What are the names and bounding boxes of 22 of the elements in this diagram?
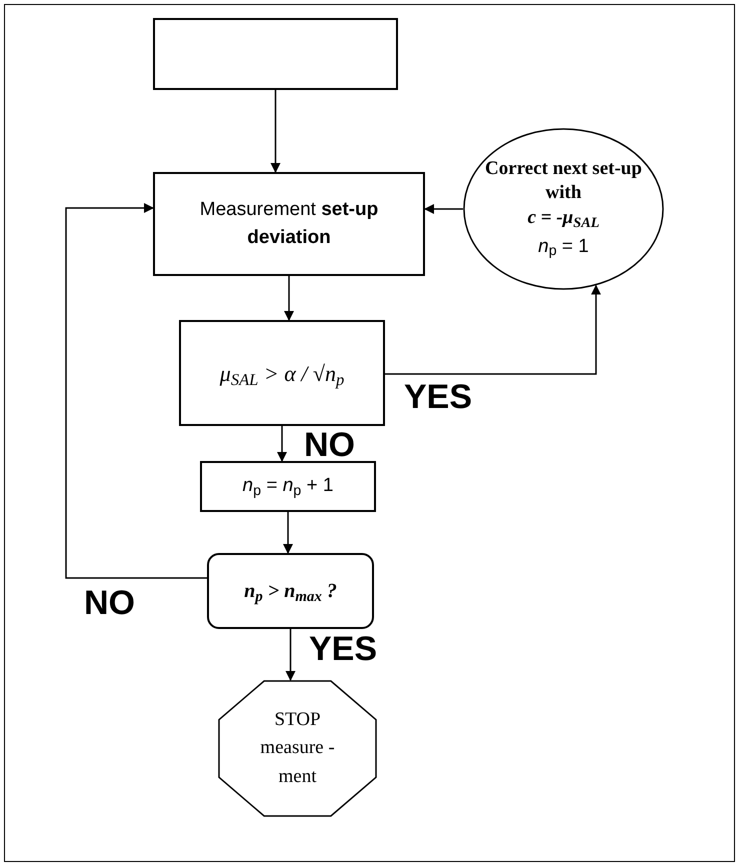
process-ellipse bbox=[463, 128, 664, 290]
start-box bbox=[153, 18, 398, 90]
node-text: n$_{p}$ > n$_{max}$ ? bbox=[243, 579, 338, 606]
arrow bbox=[284, 276, 294, 321]
decision-box bbox=[207, 553, 374, 629]
arrow bbox=[270, 90, 280, 173]
node-text: n$_{p}$ = n$_{p}$ + 1 bbox=[242, 474, 334, 501]
arrow bbox=[283, 512, 293, 554]
node-text: c = -μ$_{SAL}$ bbox=[526, 206, 600, 233]
arrow bbox=[385, 284, 601, 375]
process-box bbox=[153, 172, 425, 276]
node-text: Measurement set-up deviation bbox=[198, 198, 380, 250]
node-text: μ$_{SAL}$ > α / √n$_{p}$ bbox=[218, 360, 346, 390]
decision-box bbox=[179, 320, 385, 426]
process-box bbox=[200, 461, 376, 512]
stop-octagon bbox=[218, 680, 377, 817]
arrow bbox=[424, 204, 463, 214]
node-text: STOP measure -ment bbox=[259, 708, 336, 789]
arrow bbox=[286, 629, 296, 681]
arrow bbox=[65, 203, 207, 579]
node-text: n$_{p}$ = 1 bbox=[537, 234, 590, 262]
arrow bbox=[277, 426, 287, 462]
